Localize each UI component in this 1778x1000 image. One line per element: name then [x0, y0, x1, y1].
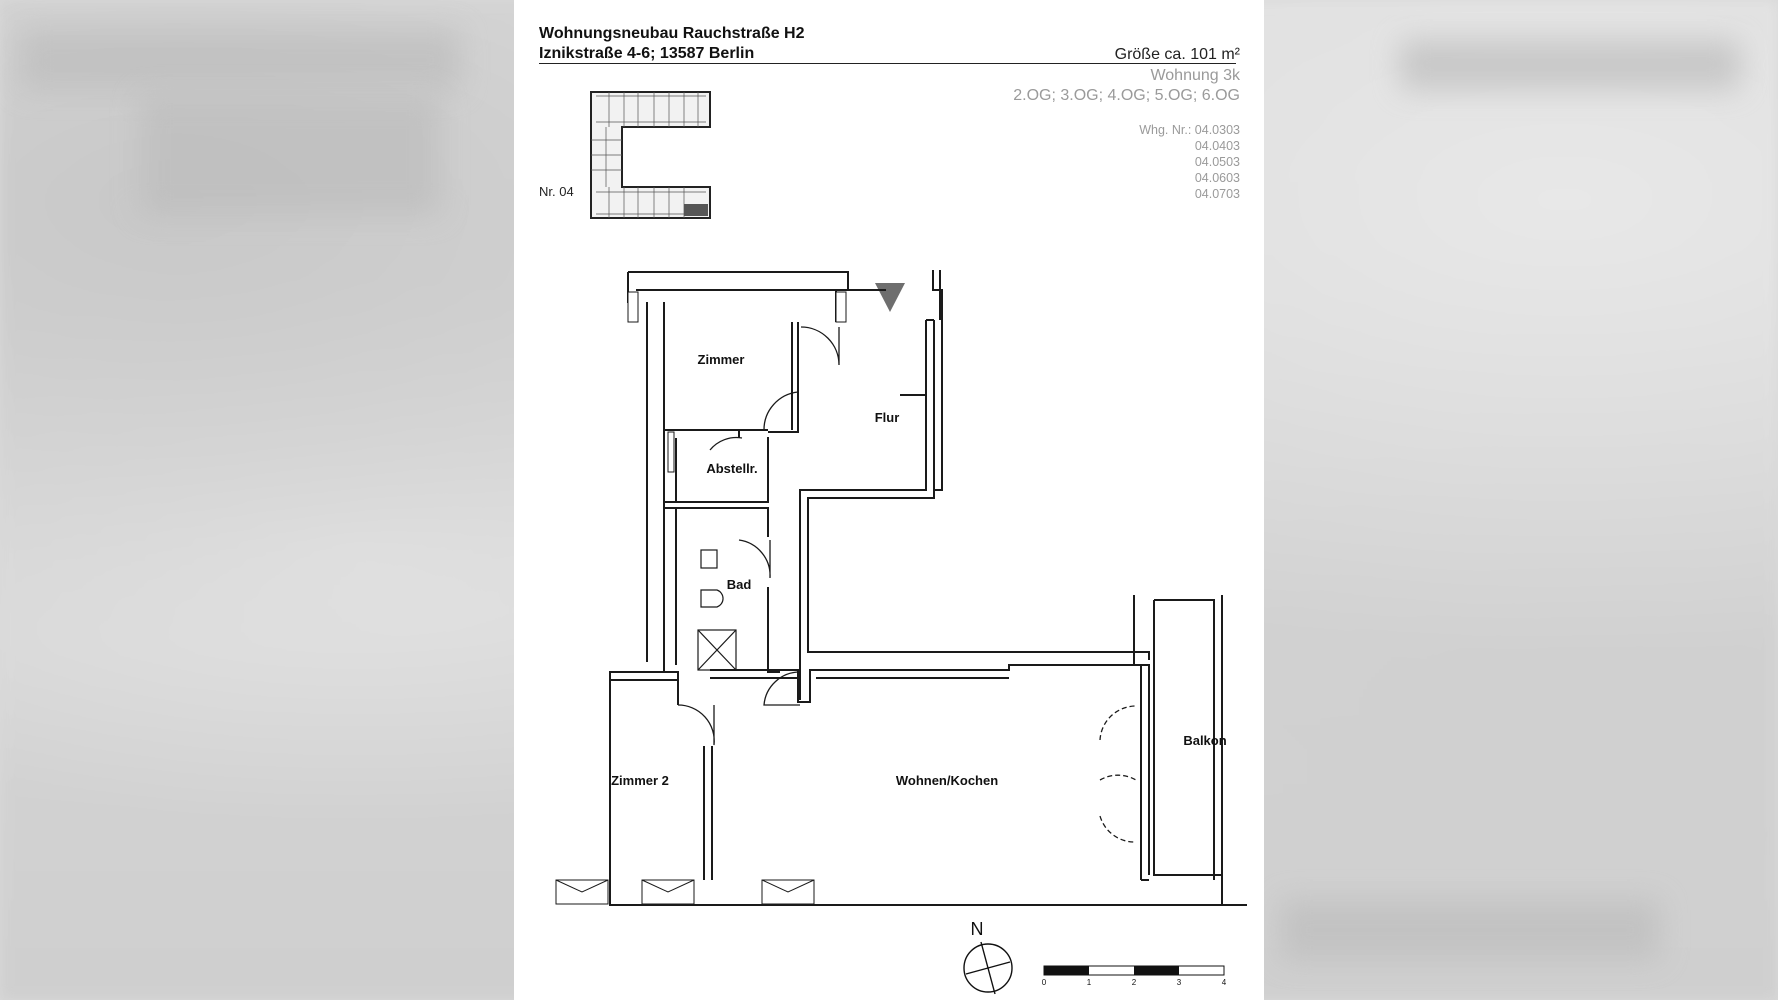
scale-tick-label: 2 [1132, 978, 1137, 987]
scale-tick-label: 4 [1222, 978, 1227, 987]
scale-tick-label: 3 [1177, 978, 1182, 987]
scale-bar: 0 1 2 3 4 [1042, 965, 1227, 987]
room-label-abstellraum: Abstellr. [706, 461, 757, 476]
floor-list: 2.OG; 3.OG; 4.OG; 5.OG; 6.OG [1013, 87, 1240, 104]
apartment-number: 04.0403 [1194, 139, 1240, 153]
scale-tick-label: 0 [1042, 978, 1047, 987]
background-blur-shape [1400, 40, 1740, 90]
room-label-bad: Bad [727, 577, 752, 592]
north-label: N [971, 919, 984, 939]
background-blur-shape [1280, 900, 1660, 960]
windows [555, 291, 847, 905]
bathroom-fixtures [697, 549, 737, 671]
background-blur-shape [140, 95, 440, 215]
scale-tick-label: 1 [1087, 978, 1092, 987]
apartment-number: 04.0703 [1194, 187, 1240, 201]
entrance-triangle-icon [875, 283, 905, 312]
background-blur-shape [20, 30, 460, 90]
apartment-number: 04.0603 [1194, 171, 1240, 185]
door-swings [677, 326, 1137, 843]
floorplan-sheet: Wohnungsneubau Rauchstraße H2 Iznikstraß… [514, 0, 1264, 1000]
room-label-zimmer-2: Zimmer 2 [611, 773, 669, 788]
toilet-icon [700, 589, 724, 608]
floorplan-drawing: Zimmer Flur Abstellr. Bad Zimmer 2 Wohne… [555, 91, 1247, 995]
apartment-number: Whg. Nr.: 04.0303 [1139, 123, 1240, 137]
north-arrow-icon: N [963, 919, 1013, 995]
room-label-flur: Flur [875, 410, 900, 425]
project-name: Wohnungsneubau Rauchstraße H2 [539, 25, 805, 42]
room-label-wohnen-kochen: Wohnen/Kochen [896, 773, 998, 788]
keyplan-label: Nr. 04 [539, 184, 574, 199]
keyplan-highlight [684, 204, 708, 216]
room-label-zimmer: Zimmer [698, 352, 745, 367]
shower-icon [697, 629, 737, 671]
apartment-size: Größe ca. 101 m² [1114, 46, 1240, 63]
room-label-balkon: Balkon [1183, 733, 1226, 748]
sink-icon [700, 549, 718, 569]
unit-type: Wohnung 3k [1150, 67, 1240, 84]
project-title: Wohnungsneubau Rauchstraße H2 Iznikstraß… [539, 24, 805, 64]
header-divider [539, 63, 1236, 64]
apartment-number: 04.0503 [1194, 155, 1240, 169]
project-address: Iznikstraße 4-6; 13587 Berlin [539, 45, 755, 62]
keyplan-building [590, 91, 711, 219]
